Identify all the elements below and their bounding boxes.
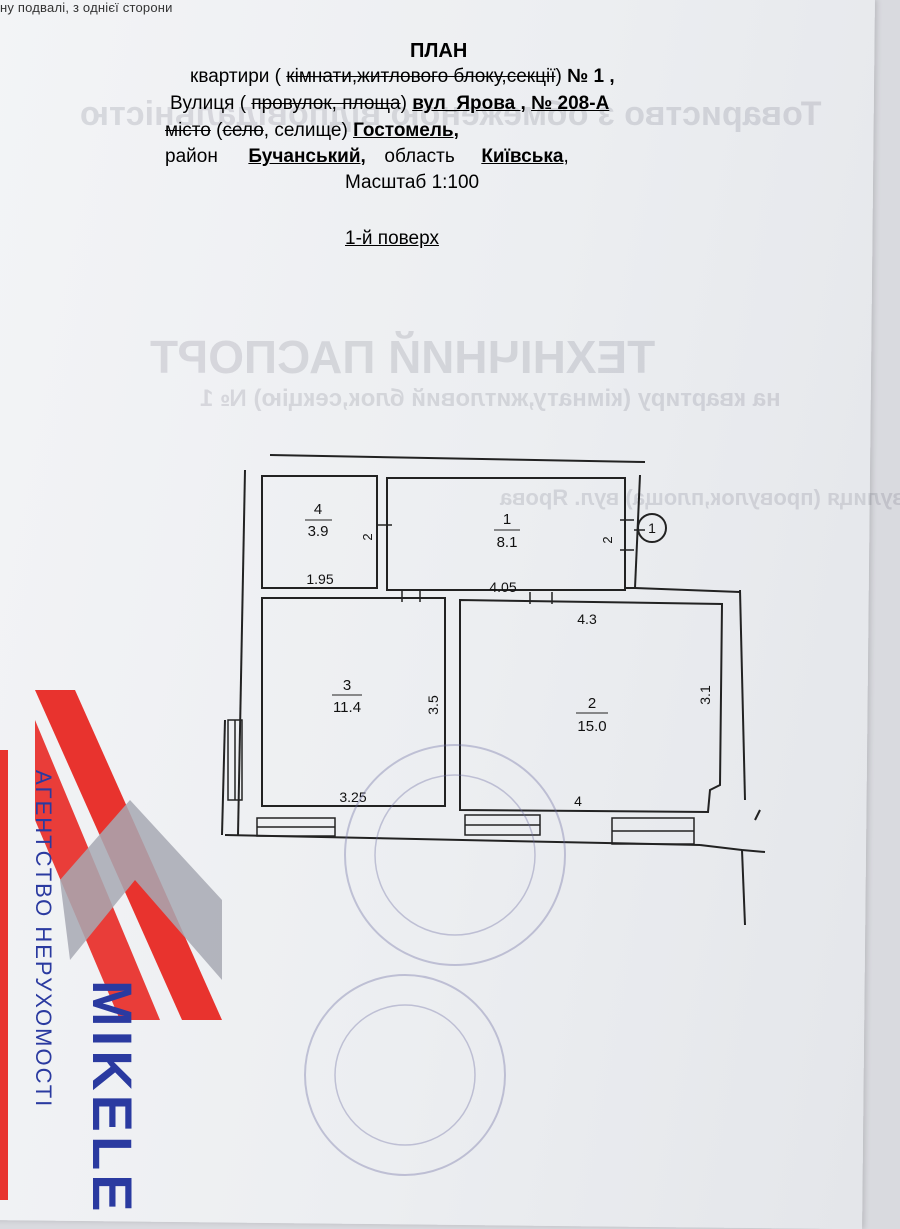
room-1-number: 1 [503,511,511,528]
room-2-walls [459,598,724,814]
room-2-number: 2 [588,695,596,712]
street-line: Вулиця ( провулок, площа) вул_Ярова , № … [170,93,610,114]
settlement-line: місто (село, селище) Гостомель, [165,120,459,141]
dim-room2-height: 3.1 [697,685,713,705]
region-name: Київська [481,146,564,167]
apartment-number: № 1 , [567,66,615,87]
outer-wall [741,849,766,853]
dim-room4-height: 2 [360,533,375,540]
dim-room1-width: 4.05 [489,579,516,595]
axis-marker [637,513,667,543]
room-3-area: 11.4 [333,699,361,716]
dim-room1-height: 2 [600,536,615,543]
room-1-walls [386,477,626,591]
agency-subtitle: АГЕНТСТВО НЕРУХОМОСТІ [31,770,56,1109]
district-line: район Бучанський, область Київська, [165,146,569,167]
room-1-area: 8.1 [497,534,518,551]
outer-wall [739,589,746,801]
agency-logo [0,690,222,1200]
settlement-name: Гостомель, [353,120,459,141]
room-3-number: 3 [343,677,351,694]
outer-wall [237,469,246,836]
dim-room2-bottom: 4 [574,793,582,809]
outer-wall [269,454,646,463]
dim-room4-width: 1.95 [306,571,333,587]
plan-title: ПЛАН [410,40,468,62]
outer-wall [741,849,746,926]
dim-room3-bottom: 3.25 [339,789,366,805]
outer-wall [754,809,761,821]
scale-label: Масштаб 1:100 [345,172,480,193]
room-3-walls [261,597,446,807]
room-4-walls [261,475,378,589]
floor-label: 1-й поверх [345,228,439,249]
street-name: вул_Ярова , [412,93,526,114]
building-number: № 208-А [531,93,610,114]
apartment-line: квартири ( кімнати,житлового блоку,секці… [190,66,615,87]
agency-brand: MIKELE [81,980,144,1216]
cut-top-text: ну подвалі, з однієї сторони [0,0,173,15]
room-2-area: 15.0 [577,718,606,735]
district-name: Бучанський, [248,146,366,167]
official-stamp [304,744,566,1176]
floor-plan: 4 3.9 1 8.1 3 11.4 2 15.0 1.95 2 2 4.05 … [0,454,766,1200]
room-4-area: 3.9 [308,523,329,540]
outer-wall [625,587,741,593]
room-4-number: 4 [314,501,322,518]
outer-wall [221,719,226,836]
axis-marker-label: 1 [648,520,656,536]
dim-room2-top: 4.3 [577,611,597,627]
dim-room3-height: 3.5 [425,695,441,715]
outer-wall [699,844,743,851]
